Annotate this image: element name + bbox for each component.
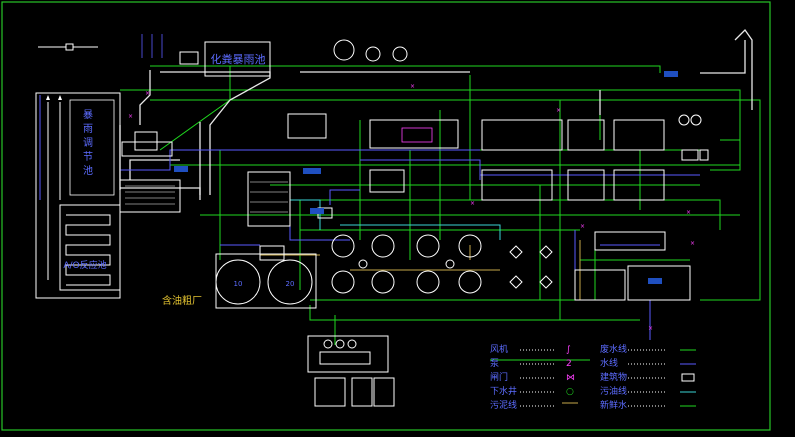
svg-text:×: × xyxy=(648,325,653,332)
blue-badge-top xyxy=(664,71,678,77)
svg-text:×: × xyxy=(686,209,691,216)
clarifier-row-top xyxy=(331,234,482,258)
clarifier-row-bottom xyxy=(331,270,482,294)
legend-symbol-fan-icon: ∫ xyxy=(566,345,571,355)
legend-left: 风机 泵 闸门 下水井 污泥线 xyxy=(490,343,517,411)
storm-tank-label-1: 暴 xyxy=(83,109,93,121)
storm-tank-label-5: 池 xyxy=(83,164,93,177)
svg-text:×: × xyxy=(580,223,585,230)
ab-tank-label: A/O反应池 xyxy=(63,259,106,271)
filter-block-c xyxy=(613,119,665,151)
dosing-room-cells xyxy=(250,181,288,213)
legend-label-fresh: 新鲜水 xyxy=(600,399,627,411)
lift-pump-station xyxy=(594,231,666,251)
right-valves xyxy=(678,114,709,161)
filter-room-1 xyxy=(369,119,459,149)
filter-block-f xyxy=(613,169,665,201)
filter-block-e xyxy=(567,169,605,201)
dewatering-units xyxy=(319,339,371,365)
scale-bar xyxy=(38,43,98,51)
legend-label-oil: 污油线 xyxy=(600,385,627,397)
legend-label-building: 建筑物 xyxy=(600,371,627,383)
small-valves-row xyxy=(358,259,455,269)
green-pipe-network xyxy=(120,65,761,361)
svg-text:×: × xyxy=(470,200,475,207)
svg-text:×: × xyxy=(690,240,695,247)
old-plant-label: 含油粗厂 xyxy=(162,294,202,307)
blower-house xyxy=(287,113,327,139)
legend-label-gate: 闸门 xyxy=(490,371,508,383)
valve-markers: × × × × × × × × × xyxy=(128,83,695,332)
storm-tank-label-4: 节 xyxy=(83,151,93,163)
stair-lines xyxy=(125,185,175,205)
legend-symbol-manhole-icon: ○ xyxy=(566,387,574,397)
septic-tank xyxy=(204,41,271,77)
dosing-room xyxy=(247,171,291,227)
legend: 风机 泵 闸门 下水井 污泥线 ∫ 2 ⋈ ○ 废水线 水线 建筑物 污油线 新… xyxy=(490,343,696,411)
legend-symbol-pump-icon: 2 xyxy=(566,359,572,369)
thickener-no-1: 10 xyxy=(234,280,243,288)
clear-water-tank xyxy=(574,269,626,301)
blue-badge-mid xyxy=(303,168,321,174)
legend-label-pump: 泵 xyxy=(490,358,499,369)
blue-badge-left xyxy=(174,166,188,172)
top-storage-tanks xyxy=(333,39,408,62)
grit-chamber-2 xyxy=(121,141,173,157)
legend-right-symbols xyxy=(680,349,696,407)
sludge-pipe-network xyxy=(260,199,581,300)
storm-tank-label-2: 雨 xyxy=(83,124,93,135)
sludge-bins xyxy=(314,377,395,407)
stair-block xyxy=(119,179,181,213)
storm-tank-label-3: 调 xyxy=(83,137,93,149)
legend-right-dots xyxy=(628,349,665,407)
septic-tank-label: 化粪暴雨池 xyxy=(211,52,266,66)
ab-reaction-tank xyxy=(59,204,121,291)
legend-label-waste: 废水线 xyxy=(600,343,627,355)
legend-right: 废水线 水线 建筑物 污油线 新鲜水 xyxy=(600,343,627,411)
filter-block-a xyxy=(481,119,563,151)
sludge-thickeners xyxy=(215,245,317,309)
filter-block-d xyxy=(481,169,553,201)
top-vent-marks xyxy=(141,34,163,58)
legend-building-icon xyxy=(681,373,695,382)
thickener-no-2: 20 xyxy=(286,280,295,288)
hex-settlers xyxy=(509,245,553,289)
svg-text:×: × xyxy=(556,107,561,114)
legend-left-dots xyxy=(520,349,555,407)
legend-label-sludge: 污泥线 xyxy=(490,399,517,411)
filter-block-b xyxy=(567,119,605,151)
svg-text:×: × xyxy=(128,113,133,120)
drawing-frame xyxy=(1,1,771,431)
sludge-dewatering-house xyxy=(307,335,389,373)
legend-label-fan: 风机 xyxy=(490,343,508,355)
legend-symbol-gate-icon: ⋈ xyxy=(566,373,575,383)
legend-label-water: 水线 xyxy=(600,357,618,369)
grit-chamber xyxy=(134,131,158,151)
legend-left-symbols: ∫ 2 ⋈ ○ xyxy=(562,345,578,404)
filter-room-1b xyxy=(401,127,433,143)
svg-text:×: × xyxy=(145,90,150,97)
blue-badge-right xyxy=(648,278,662,284)
svg-text:×: × xyxy=(410,83,415,90)
control-cabinet xyxy=(369,169,405,193)
clear-water-tank-2 xyxy=(627,265,691,301)
blue-pipe-network xyxy=(39,95,700,340)
legend-label-manhole: 下水井 xyxy=(490,385,517,397)
top-pump-house xyxy=(179,51,199,65)
blue-badge-center xyxy=(310,208,324,214)
